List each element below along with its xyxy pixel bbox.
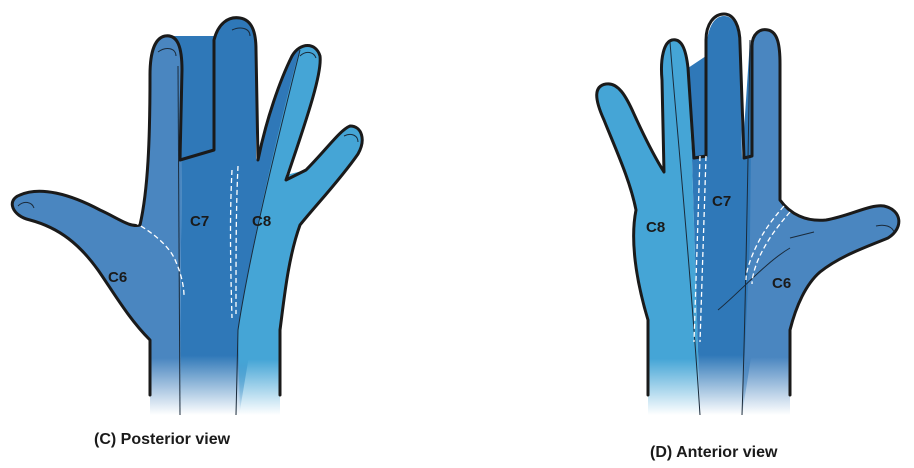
anterior-zone-label: C7 xyxy=(712,193,731,210)
anterior-zone-label: C8 xyxy=(646,219,665,236)
posterior-hand: C6 C7 C8 xyxy=(12,18,362,415)
anterior-caption: (D) Anterior view xyxy=(650,444,777,462)
posterior-zone-label: C8 xyxy=(252,213,271,230)
anterior-hand: C8 C7 C6 xyxy=(597,14,899,415)
posterior-caption: (C) Posterior view xyxy=(94,431,230,449)
posterior-zone-label: C7 xyxy=(190,213,209,230)
posterior-c6-region xyxy=(12,36,182,415)
anterior-zone-label: C6 xyxy=(772,275,791,292)
posterior-zone-label: C6 xyxy=(108,269,127,286)
anterior-c6-region xyxy=(742,30,899,415)
